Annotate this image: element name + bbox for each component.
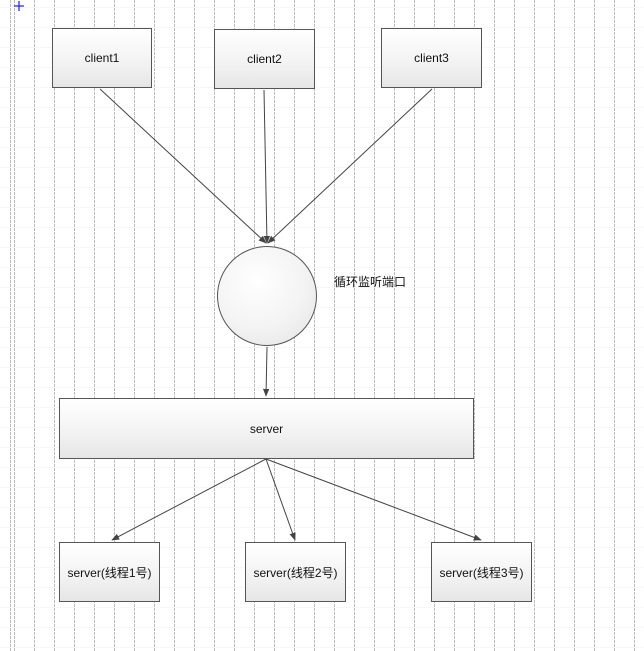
crosshair-icon	[14, 1, 24, 11]
node-worker2[interactable]: server(线程2号)	[245, 542, 346, 602]
node-label: client1	[84, 51, 120, 65]
node-client3[interactable]: client3	[381, 28, 482, 88]
node-worker3[interactable]: server(线程3号)	[431, 542, 532, 602]
node-label: server(线程2号)	[253, 565, 338, 580]
edge-client1-listener	[99, 88, 267, 244]
listener-label: 循环监听端口	[334, 275, 407, 289]
edge-server-worker2	[265, 458, 296, 541]
node-label: client3	[414, 51, 449, 65]
edge-listener-server	[262, 346, 270, 397]
node-server[interactable]: server	[59, 398, 474, 459]
node-label: server	[249, 421, 284, 436]
edge-server-worker3	[265, 458, 482, 541]
node-client1[interactable]: client1	[52, 28, 152, 88]
node-client2[interactable]: client2	[214, 29, 315, 89]
edge-server-worker1	[111, 458, 267, 541]
node-listener-circle[interactable]	[217, 246, 317, 346]
edge-client3-listener	[267, 88, 433, 244]
node-label: server(线程1号)	[67, 565, 152, 580]
edge-client2-listener	[263, 89, 271, 244]
node-label: server(线程3号)	[439, 565, 524, 580]
node-label: client2	[247, 52, 282, 66]
node-worker1[interactable]: server(线程1号)	[59, 542, 160, 602]
